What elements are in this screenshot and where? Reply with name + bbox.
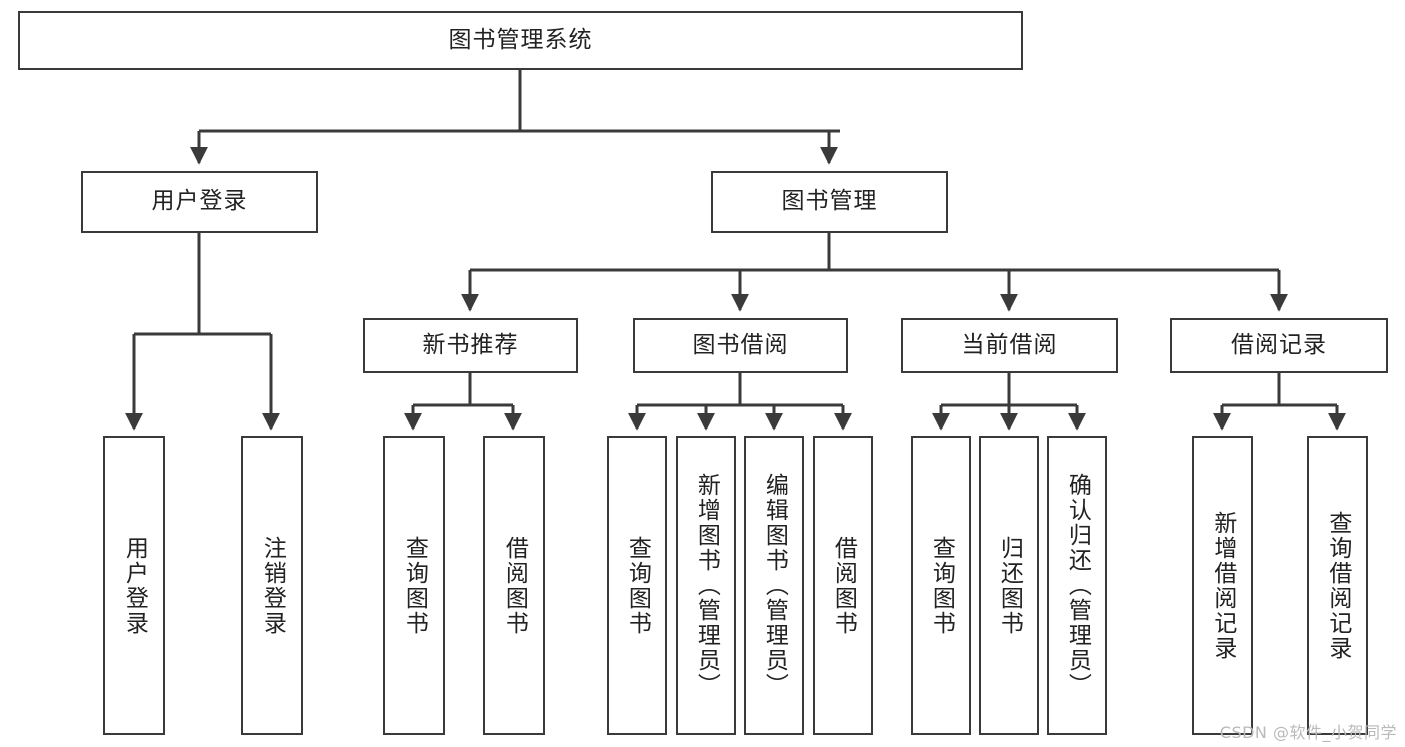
node-current-borrow-label: 当前借阅 bbox=[961, 331, 1058, 358]
node-leaf-query-book-1-label: 查询图书 bbox=[401, 535, 428, 636]
node-book-borrow-label: 图书借阅 bbox=[692, 331, 789, 358]
node-book-manage[interactable]: 图书管理 bbox=[711, 171, 948, 233]
node-new-book-recommend-label: 新书推荐 bbox=[422, 331, 519, 358]
node-leaf-add-record[interactable]: 新增借阅记录 bbox=[1192, 436, 1253, 735]
node-new-book-recommend[interactable]: 新书推荐 bbox=[363, 318, 578, 373]
node-borrow-record[interactable]: 借阅记录 bbox=[1170, 318, 1388, 373]
node-borrow-record-label: 借阅记录 bbox=[1231, 331, 1327, 358]
csdn-watermark: CSDN @软件_小贺同学 bbox=[1219, 723, 1397, 742]
node-leaf-logout-login[interactable]: 注销登录 bbox=[241, 436, 303, 735]
node-leaf-query-book-1[interactable]: 查询图书 bbox=[383, 436, 445, 735]
node-leaf-borrow-book-2[interactable]: 借阅图书 bbox=[813, 436, 873, 735]
node-leaf-query-book-2[interactable]: 查询图书 bbox=[607, 436, 667, 735]
node-leaf-borrow-book-1-label: 借阅图书 bbox=[501, 535, 528, 636]
node-leaf-return-book[interactable]: 归还图书 bbox=[979, 436, 1039, 735]
node-root[interactable]: 图书管理系统 bbox=[18, 11, 1023, 70]
node-root-label: 图书管理系统 bbox=[448, 26, 593, 53]
node-leaf-borrow-book-2-label: 借阅图书 bbox=[830, 535, 857, 636]
node-current-borrow[interactable]: 当前借阅 bbox=[901, 318, 1118, 373]
node-leaf-query-book-2-label: 查询图书 bbox=[624, 535, 651, 636]
node-user-login-label: 用户登录 bbox=[151, 188, 248, 215]
node-leaf-confirm-return-label: 确认归还（管理员） bbox=[1064, 473, 1091, 698]
node-leaf-logout-login-label: 注销登录 bbox=[259, 535, 286, 636]
node-leaf-user-login-label: 用户登录 bbox=[121, 535, 148, 636]
node-leaf-query-record[interactable]: 查询借阅记录 bbox=[1307, 436, 1368, 735]
node-leaf-query-record-label: 查询借阅记录 bbox=[1324, 510, 1351, 661]
node-leaf-add-book-label: 新增图书（管理员） bbox=[693, 473, 720, 698]
node-leaf-query-book-3-label: 查询图书 bbox=[928, 535, 955, 636]
node-book-manage-label: 图书管理 bbox=[781, 188, 878, 215]
node-leaf-confirm-return[interactable]: 确认归还（管理员） bbox=[1047, 436, 1107, 735]
node-leaf-user-login[interactable]: 用户登录 bbox=[103, 436, 165, 735]
node-leaf-borrow-book-1[interactable]: 借阅图书 bbox=[483, 436, 545, 735]
node-leaf-return-book-label: 归还图书 bbox=[996, 535, 1023, 636]
node-leaf-edit-book[interactable]: 编辑图书（管理员） bbox=[744, 436, 804, 735]
node-leaf-add-book[interactable]: 新增图书（管理员） bbox=[676, 436, 736, 735]
node-book-borrow[interactable]: 图书借阅 bbox=[633, 318, 848, 373]
node-leaf-query-book-3[interactable]: 查询图书 bbox=[911, 436, 971, 735]
node-leaf-edit-book-label: 编辑图书（管理员） bbox=[761, 473, 788, 698]
node-user-login[interactable]: 用户登录 bbox=[81, 171, 318, 233]
node-leaf-add-record-label: 新增借阅记录 bbox=[1209, 510, 1236, 661]
